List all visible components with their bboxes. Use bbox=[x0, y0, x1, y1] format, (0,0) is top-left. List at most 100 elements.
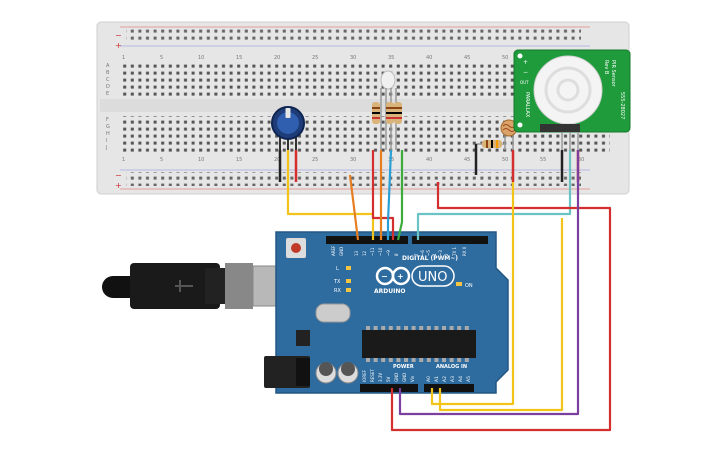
wire-led-red bbox=[371, 150, 395, 240]
rail-plus-label-top: + bbox=[115, 41, 122, 50]
analog-pin-label: A1 bbox=[434, 376, 440, 382]
pir-dome bbox=[533, 55, 603, 125]
column-number-top: 40 bbox=[426, 55, 432, 61]
column-number-bottom: 30 bbox=[350, 157, 356, 163]
pir-title-line2: Rev B bbox=[603, 60, 609, 75]
pir-pin-plus: + bbox=[523, 59, 528, 66]
usb-cable bbox=[102, 263, 284, 309]
wire-ldr-signal bbox=[430, 182, 515, 406]
power-pin-label: 5V bbox=[386, 376, 391, 382]
rx-label: RX bbox=[334, 288, 341, 294]
digital-pin-label: 4 bbox=[432, 253, 437, 256]
arduino-model: UNO bbox=[418, 270, 447, 285]
analog-pin-label: A3 bbox=[450, 376, 456, 382]
digital-header-left bbox=[326, 236, 408, 244]
row-letter: J bbox=[105, 145, 107, 151]
digital-pin-label: ~10 bbox=[378, 247, 383, 256]
wires bbox=[286, 149, 612, 432]
column-number-bottom: 40 bbox=[426, 157, 432, 163]
center-channel bbox=[100, 99, 626, 112]
rail-minus-label-top: − bbox=[115, 31, 122, 40]
analog-pin-label: A4 bbox=[458, 376, 464, 382]
power-pin-label: Vin bbox=[410, 375, 415, 382]
digital-pin-label: ~11 bbox=[370, 247, 375, 256]
wire-led-blue bbox=[386, 149, 393, 240]
column-number-top: 30 bbox=[350, 55, 356, 61]
column-number-bottom: 20 bbox=[274, 157, 280, 163]
gnd-label: GND bbox=[339, 247, 344, 256]
wire-gnd-orange bbox=[348, 174, 360, 241]
digital-pin-label: 2 bbox=[444, 253, 449, 256]
column-number-bottom: 60 bbox=[578, 157, 584, 163]
column-number-bottom: 1 bbox=[122, 157, 125, 163]
digital-pin-label: ~9 bbox=[386, 250, 391, 256]
column-number-top: 45 bbox=[464, 55, 470, 61]
column-number-bottom: 15 bbox=[236, 157, 242, 163]
power-header bbox=[360, 384, 418, 392]
column-number-top: 35 bbox=[388, 55, 394, 61]
top-power-rail bbox=[126, 29, 581, 43]
power-pin-label: GND bbox=[402, 373, 407, 382]
wire-led-green bbox=[396, 150, 404, 241]
pir-title-line1: PIR Sensor bbox=[610, 60, 616, 88]
row-letter: I bbox=[106, 138, 107, 144]
arduino-brand: ARDUINO bbox=[374, 288, 405, 295]
digital-header-right bbox=[412, 236, 488, 244]
analog-header bbox=[424, 384, 474, 392]
resistor-led-3 bbox=[394, 102, 402, 124]
pir-part-number: 555-28027 bbox=[619, 92, 625, 119]
resistor-ldr bbox=[476, 140, 505, 148]
arduino-logo: − + bbox=[375, 266, 411, 286]
crystal bbox=[315, 303, 351, 323]
column-number-top: 15 bbox=[236, 55, 242, 61]
row-letter: F bbox=[106, 117, 109, 123]
pir-pin-minus: − bbox=[523, 69, 528, 76]
digital-pin-label: ~3 bbox=[438, 250, 443, 256]
pir-sensor: PIR Sensor Rev B 555-28027 PARALLAX + − … bbox=[513, 49, 631, 150]
column-number-top: 25 bbox=[312, 55, 318, 61]
atmega-chip bbox=[362, 330, 476, 358]
digital-pin-label: TX 1 bbox=[452, 247, 457, 257]
digital-label: DIGITAL (PWM~) bbox=[402, 255, 458, 262]
column-number-bottom: 50 bbox=[502, 157, 508, 163]
column-number-bottom: 5 bbox=[160, 157, 163, 163]
wire-pot-analog bbox=[438, 218, 564, 412]
resistor-led-2 bbox=[386, 102, 394, 124]
rail-plus-label-bottom: + bbox=[115, 181, 122, 190]
row-letter: H bbox=[106, 131, 110, 137]
digital-pin-label: 12 bbox=[362, 250, 367, 256]
row-letter: C bbox=[106, 77, 110, 83]
digital-pin-label: 7 bbox=[414, 253, 419, 256]
analog-pin-label: A5 bbox=[466, 376, 472, 382]
row-letter: B bbox=[106, 70, 110, 76]
row-letter: E bbox=[106, 91, 109, 97]
column-number-bottom: 55 bbox=[540, 157, 546, 163]
power-pin-label: IOREF bbox=[362, 369, 367, 382]
uno-badge: UNO bbox=[411, 265, 455, 287]
column-number-top: 1 bbox=[122, 55, 125, 61]
svg-text:+: + bbox=[397, 272, 404, 281]
power-pin-label: RESET bbox=[370, 369, 375, 382]
analog-pin-label: A0 bbox=[426, 376, 432, 382]
column-number-top: 50 bbox=[502, 55, 508, 61]
digital-pin-label: 13 bbox=[354, 250, 359, 256]
bottom-power-rail bbox=[126, 172, 581, 186]
column-number-bottom: 10 bbox=[198, 157, 204, 163]
analog-label: ANALOG IN bbox=[436, 364, 467, 370]
digital-pin-label: RX 0 bbox=[462, 246, 467, 256]
wire-gnd-purple bbox=[398, 150, 580, 416]
analog-pin-label: A2 bbox=[442, 376, 448, 382]
row-letter: D bbox=[106, 84, 110, 90]
pir-brand: PARALLAX bbox=[524, 92, 530, 118]
power-pin-label: GND bbox=[394, 373, 399, 382]
svg-text:−: − bbox=[381, 272, 388, 281]
column-number-bottom: 45 bbox=[464, 157, 470, 163]
digital-pin-label: ~6 bbox=[420, 250, 425, 256]
column-number-top: 5 bbox=[160, 55, 163, 61]
aref-label: AREF bbox=[331, 245, 336, 256]
